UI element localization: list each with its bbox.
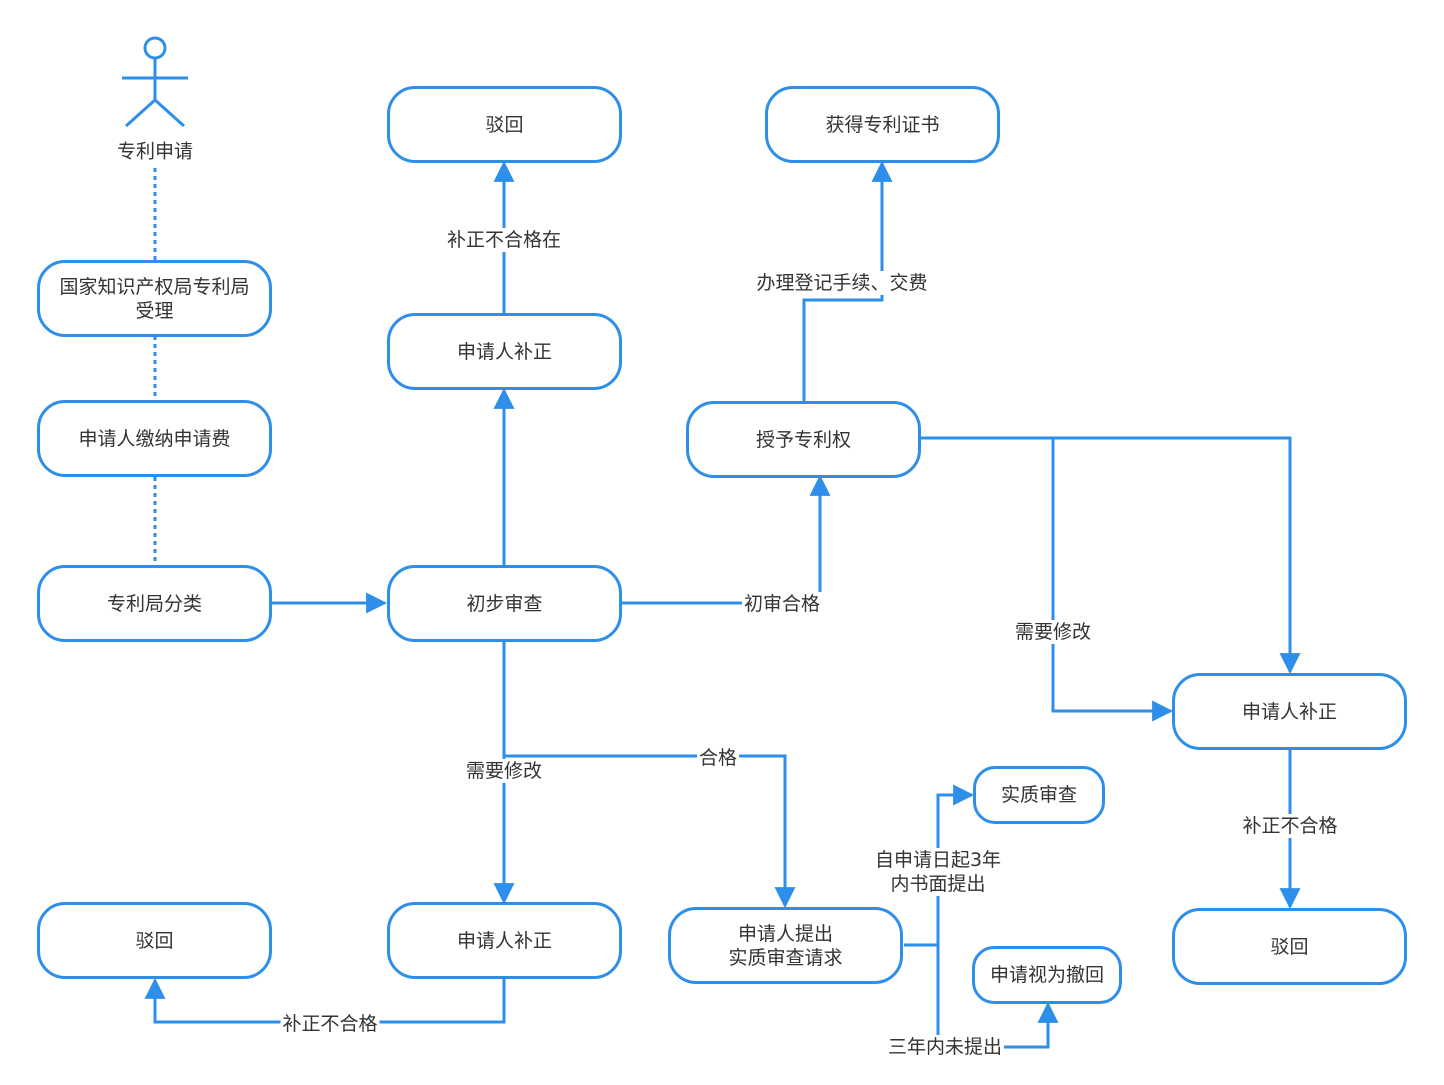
node-reject-top[interactable]: 驳回: [387, 86, 622, 163]
node-pay-fee[interactable]: 申请人缴纳申请费: [37, 400, 272, 477]
edge-label-needs-change-right: 需要修改: [1013, 620, 1093, 644]
node-submit-substantive[interactable]: 申请人提出 实质审查请求: [668, 907, 903, 984]
node-correction-right[interactable]: 申请人补正: [1172, 673, 1407, 750]
node-reject-right[interactable]: 驳回: [1172, 908, 1407, 985]
node-classify[interactable]: 专利局分类: [37, 565, 272, 642]
person-icon: [122, 38, 188, 126]
edge-label-needs-change-bottom: 需要修改: [464, 759, 544, 783]
edge-grant-needs-change: [1053, 438, 1171, 711]
node-accept[interactable]: 国家知识产权局专利局 受理: [37, 260, 272, 337]
node-grant[interactable]: 授予专利权: [686, 401, 921, 478]
node-substantive-exam[interactable]: 实质审查: [973, 766, 1105, 824]
edge-grant-to-correction-right: [921, 438, 1290, 672]
actor-label: 专利申请: [117, 137, 193, 164]
node-reject-bottom-left[interactable]: 驳回: [37, 902, 272, 979]
node-certificate[interactable]: 获得专利证书: [765, 86, 1000, 163]
node-withdrawn[interactable]: 申请视为撤回: [972, 946, 1122, 1004]
node-prelim-exam[interactable]: 初步审查: [387, 565, 622, 642]
edge-label-within-3-years: 自申请日起3年 内书面提出: [873, 848, 1003, 896]
node-correction-top[interactable]: 申请人补正: [387, 313, 622, 390]
edge-label-correction-fail-bottom: 补正不合格: [280, 1012, 379, 1036]
edge-label-prelim-pass: 初审合格: [742, 592, 822, 616]
edge-prelim-qualified: [504, 756, 785, 906]
node-correction-bottom[interactable]: 申请人补正: [387, 902, 622, 979]
edge-label-register-fee: 办理登记手续、交费: [754, 271, 929, 295]
edge-label-not-within-3-years: 三年内未提出: [886, 1035, 1004, 1059]
edge-label-correction-fail-top: 补正不合格在: [445, 228, 563, 252]
edge-prelim-to-grant: [621, 477, 820, 603]
edge-label-qualified: 合格: [697, 746, 739, 770]
edge-label-correction-fail-right: 补正不合格: [1240, 814, 1339, 838]
